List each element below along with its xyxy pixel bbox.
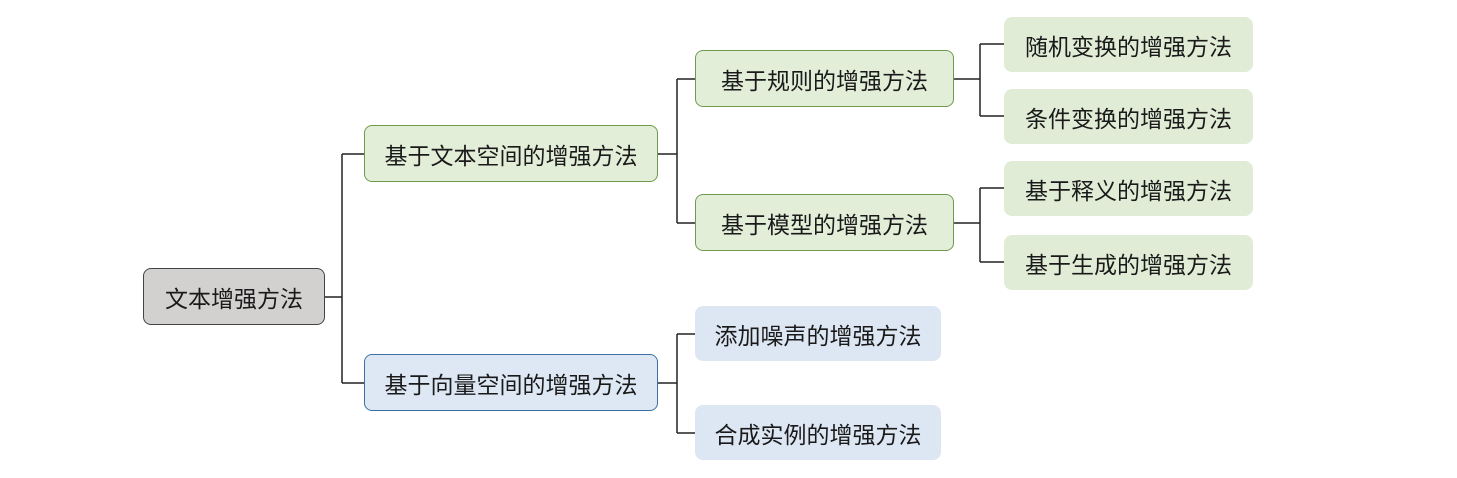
rule-based-node-label: 基于规则的增强方法	[721, 68, 928, 95]
vector-space-node-label: 基于向量空间的增强方法	[384, 372, 638, 399]
connector-vector-space-to-children	[658, 333, 695, 434]
paraphrase-node-label: 基于释义的增强方法	[1025, 178, 1232, 205]
model-based-node[interactable]: 基于模型的增强方法	[695, 194, 954, 251]
connector-text-space-to-children	[658, 78, 695, 224]
random-transform-node[interactable]: 随机变换的增强方法	[1004, 17, 1253, 72]
synthetic-instance-node[interactable]: 合成实例的增强方法	[695, 405, 941, 460]
vector-space-node[interactable]: 基于向量空间的增强方法	[364, 354, 658, 411]
random-transform-node-label: 随机变换的增强方法	[1025, 34, 1232, 61]
conditional-transform-node[interactable]: 条件变换的增强方法	[1004, 89, 1253, 144]
connector-root-to-branches	[325, 153, 364, 384]
paraphrase-node[interactable]: 基于释义的增强方法	[1004, 161, 1253, 216]
conditional-transform-node-label: 条件变换的增强方法	[1025, 106, 1232, 133]
add-noise-node-label: 添加噪声的增强方法	[714, 323, 922, 350]
text-space-node-label: 基于文本空间的增强方法	[384, 143, 638, 170]
text-space-node[interactable]: 基于文本空间的增强方法	[364, 125, 658, 182]
model-based-node-label: 基于模型的增强方法	[721, 212, 928, 239]
synthetic-instance-node-label: 合成实例的增强方法	[714, 422, 922, 449]
root-node-label: 文本增强方法	[165, 286, 303, 313]
add-noise-node[interactable]: 添加噪声的增强方法	[695, 306, 941, 361]
generation-node-label: 基于生成的增强方法	[1025, 252, 1232, 279]
generation-node[interactable]: 基于生成的增强方法	[1004, 235, 1253, 290]
rule-based-node[interactable]: 基于规则的增强方法	[695, 50, 954, 107]
connector-model-based-to-leaves	[954, 187, 1004, 263]
connector-rule-based-to-leaves	[954, 43, 1004, 117]
root-node[interactable]: 文本增强方法	[143, 268, 325, 325]
